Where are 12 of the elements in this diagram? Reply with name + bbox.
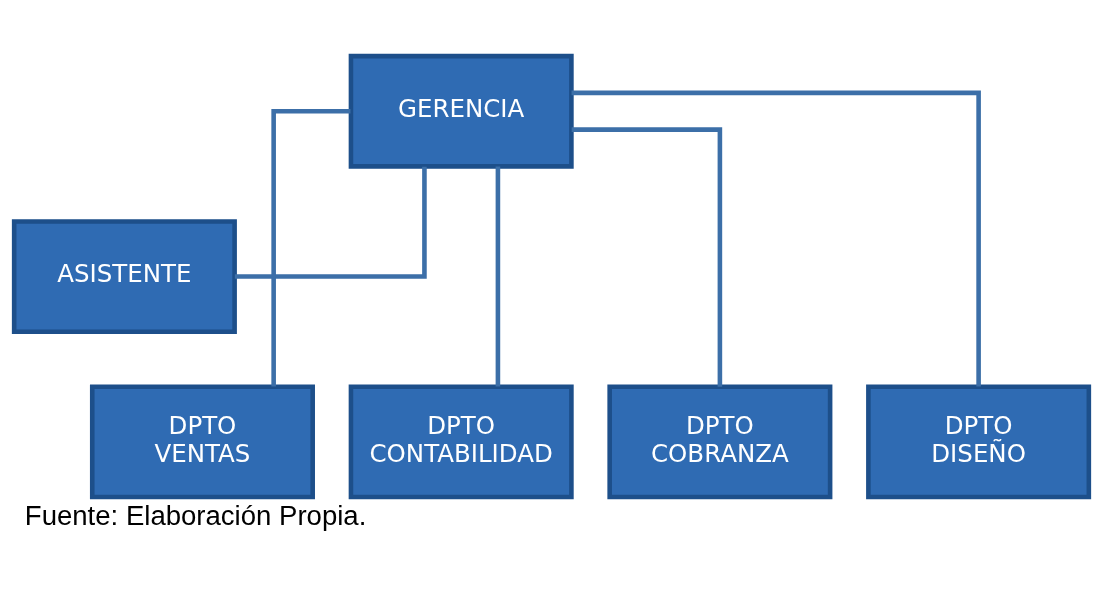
node-box: ASISTENTE <box>11 219 237 334</box>
node-box: DPTO COBRANZA <box>607 384 833 500</box>
node-box: DPTO DISEÑO <box>866 384 1092 500</box>
node-box: GERENCIA <box>348 53 574 169</box>
connector <box>234 166 427 279</box>
connector <box>495 166 501 387</box>
node-box: DPTO VENTAS <box>89 384 315 500</box>
connector <box>271 108 351 387</box>
caption: Fuente: Elaboración Propia. <box>24 500 367 532</box>
node-box: DPTO CONTABILIDAD <box>348 384 574 500</box>
connector <box>571 90 981 387</box>
connector <box>571 127 723 387</box>
